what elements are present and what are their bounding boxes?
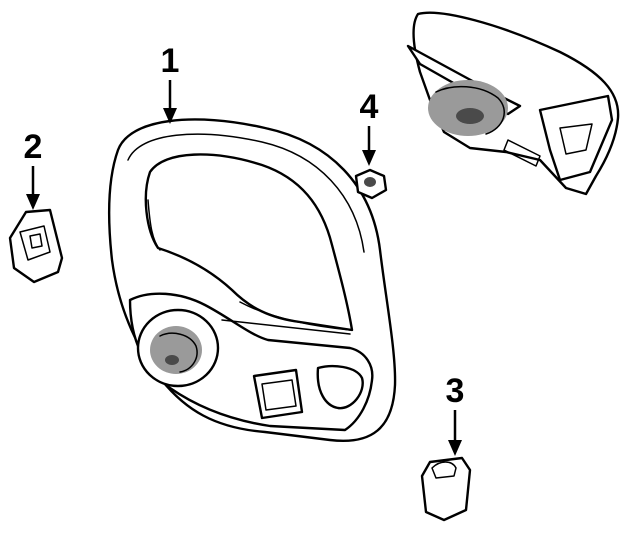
callout-label-4: 4 bbox=[360, 88, 379, 126]
callout-arrow-4 bbox=[362, 126, 376, 166]
callout-arrow-2 bbox=[26, 166, 40, 210]
callout-arrow-1 bbox=[163, 80, 177, 124]
airbag-module bbox=[406, 11, 620, 196]
left-switch-cover bbox=[8, 208, 64, 284]
callout-arrow-3 bbox=[448, 410, 462, 456]
callout-label-3: 3 bbox=[446, 372, 465, 410]
steering-wheel bbox=[107, 118, 397, 443]
callout-label-2: 2 bbox=[24, 128, 43, 166]
nut bbox=[354, 168, 388, 200]
callout-label-1: 1 bbox=[161, 42, 180, 80]
right-switch-cover bbox=[420, 456, 472, 522]
